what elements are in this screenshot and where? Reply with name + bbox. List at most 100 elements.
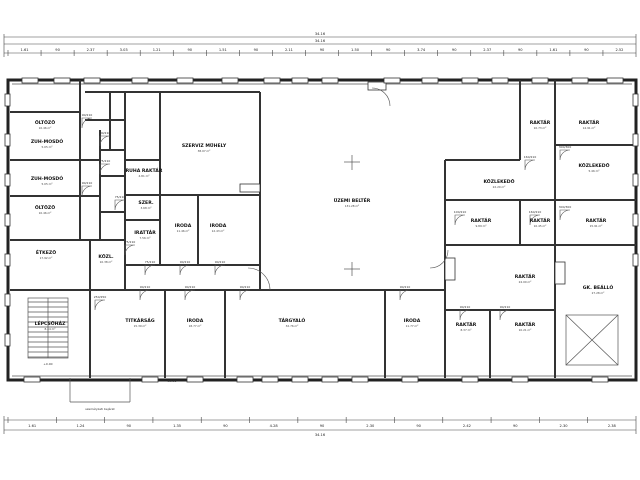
door-swing bbox=[124, 244, 136, 256]
top-dim-label: 2.37 bbox=[483, 48, 491, 52]
door-swing bbox=[559, 149, 571, 161]
bottom-dim-label: 1.35 bbox=[173, 424, 181, 428]
room-area: 5.46 m² bbox=[589, 169, 600, 173]
window bbox=[606, 77, 624, 84]
door-size-mark: 90/210 bbox=[140, 285, 151, 289]
window bbox=[531, 77, 549, 84]
window bbox=[83, 77, 101, 84]
door-size-mark: 75/210 bbox=[100, 159, 111, 163]
top-dim-label: 1.61 bbox=[549, 48, 557, 52]
door-swing bbox=[454, 214, 466, 226]
room-area: 9.89 m² bbox=[476, 224, 487, 228]
entrance-label: személyzeti bejárat bbox=[85, 407, 115, 411]
door-size-mark: 90/210 bbox=[500, 305, 511, 309]
door-swing bbox=[499, 309, 511, 321]
door-swing bbox=[399, 289, 411, 301]
door-swing bbox=[459, 309, 471, 321]
top-dimension-lines: 34.16 34.16 bbox=[3, 32, 637, 57]
room-area: 38.07 m² bbox=[198, 149, 211, 153]
window bbox=[571, 77, 589, 84]
room-area: 10.46 m² bbox=[39, 211, 52, 215]
windows bbox=[4, 77, 639, 383]
room-area: 15.39 m² bbox=[134, 324, 147, 328]
window bbox=[131, 77, 149, 84]
door-swing bbox=[81, 185, 93, 197]
door-size-mark: 160/210 bbox=[524, 155, 537, 159]
window bbox=[186, 376, 204, 383]
window bbox=[632, 213, 639, 227]
room-label: IRODA bbox=[187, 318, 204, 324]
large-doors bbox=[239, 81, 566, 291]
room-szer: SZER.3.68 m² bbox=[138, 200, 153, 210]
bottom-dim-label: 1.24 bbox=[76, 424, 85, 428]
top-dim-label: 1.51 bbox=[219, 48, 227, 52]
room-area: 14.91 m² bbox=[583, 126, 596, 130]
room-label: TÁRGYALÓ bbox=[279, 317, 306, 324]
room-label: IRODA bbox=[210, 223, 227, 229]
room-area: 11.77 m² bbox=[406, 324, 419, 328]
window bbox=[53, 77, 71, 84]
room-area: 131.28 m² bbox=[345, 204, 360, 208]
door-size-mark: 100/210 bbox=[454, 210, 467, 214]
overall-width-top: 34.16 bbox=[315, 32, 326, 36]
room-area: 15.91 m² bbox=[590, 224, 603, 228]
window bbox=[291, 376, 309, 383]
door-size-mark: 90/210 bbox=[215, 260, 226, 264]
door-swing bbox=[179, 264, 191, 276]
room-area: 10.45 m² bbox=[534, 224, 547, 228]
window bbox=[491, 77, 509, 84]
room-label: IRATTÁR bbox=[134, 229, 156, 236]
room-kozl-1: KÖZL.10.38 m² bbox=[98, 253, 114, 264]
overall-width-bottom: 34.16 bbox=[315, 433, 326, 437]
door-size-mark: 300/300 bbox=[559, 145, 572, 149]
car-bay-pit bbox=[565, 314, 619, 366]
room-label: RUHA RAKTÁR bbox=[126, 167, 163, 174]
bottom-dim-label: 2.38 bbox=[608, 424, 617, 428]
window bbox=[4, 213, 11, 227]
room-label: SZER. bbox=[138, 200, 153, 206]
top-dim-label: 90 bbox=[320, 48, 325, 52]
room-label: RAKTÁR bbox=[515, 321, 536, 328]
window bbox=[632, 253, 639, 267]
room-label: KÖZL. bbox=[98, 253, 114, 260]
hall-center-mark bbox=[344, 155, 360, 276]
door-size-mark: 75/210 bbox=[115, 195, 126, 199]
top-dim-label: 1.61 bbox=[21, 48, 29, 52]
window bbox=[4, 173, 11, 187]
top-dim-label: 90 bbox=[518, 48, 523, 52]
door-size-mark: 90/210 bbox=[185, 285, 196, 289]
room-area: 18.77 m² bbox=[189, 324, 202, 328]
room-area: 4.81 m² bbox=[139, 174, 150, 178]
window bbox=[591, 376, 609, 383]
window bbox=[321, 376, 339, 383]
top-dim-label: 90 bbox=[452, 48, 457, 52]
top-dim-label: 2.11 bbox=[285, 48, 293, 52]
level-mark: ±0.00 bbox=[167, 379, 176, 383]
door-swings: 90/21090/21090/21075/21075/21075/21075/2… bbox=[81, 113, 572, 321]
window bbox=[4, 333, 11, 347]
bottom-dim-label: 2.30 bbox=[366, 424, 375, 428]
room-label: GK. BEÁLLÓ bbox=[583, 284, 614, 291]
door-size-mark: 90/210 bbox=[82, 181, 93, 185]
overall-width-top-2: 34.16 bbox=[315, 39, 326, 43]
room-area: 10.46 m² bbox=[39, 126, 52, 130]
window bbox=[263, 77, 281, 84]
door-swing bbox=[529, 214, 541, 226]
room-label: ÖLTÖZŐ bbox=[35, 204, 55, 211]
room-label: KÖZLEKEDŐ bbox=[578, 162, 609, 169]
door-size-mark: 75/210 bbox=[125, 240, 136, 244]
staff-entrance: személyzeti bejárat ±0.00 bbox=[69, 378, 177, 411]
door-size-mark: 160/210 bbox=[529, 210, 542, 214]
